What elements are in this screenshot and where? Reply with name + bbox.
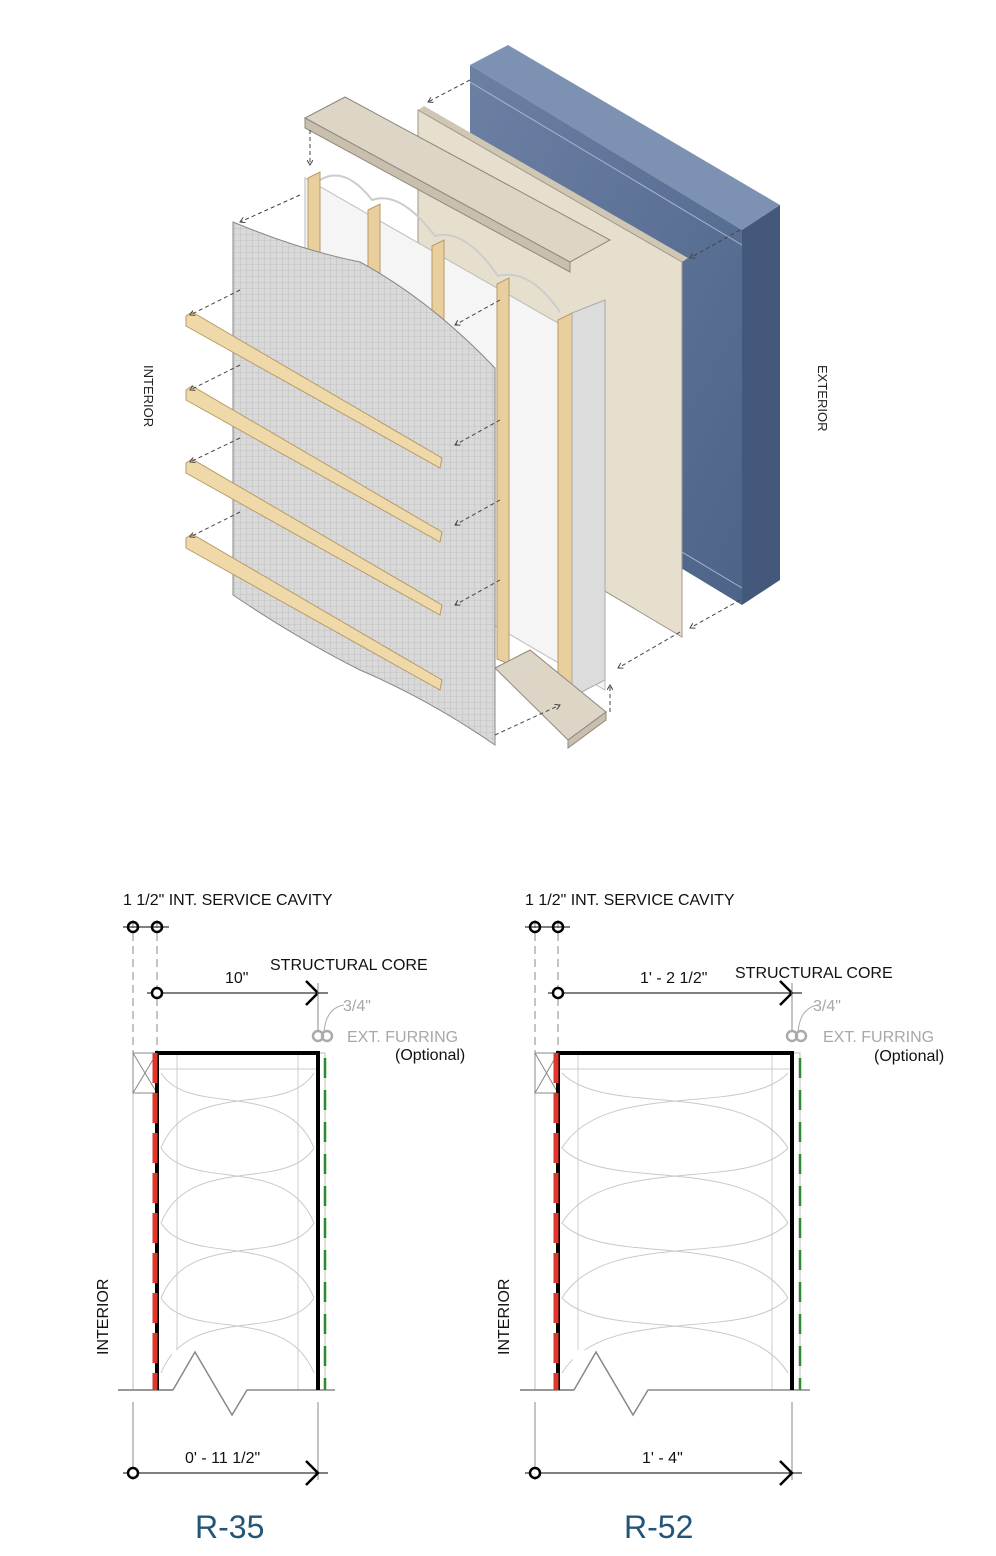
section-drawing xyxy=(118,920,345,1486)
top-plate xyxy=(156,1052,319,1070)
furring-marker xyxy=(794,1029,808,1043)
top-plate xyxy=(557,1052,793,1070)
furring-label: EXT. FURRING xyxy=(347,1029,458,1046)
dimension-origin xyxy=(551,986,565,1000)
leader-line xyxy=(797,1004,819,1033)
furring-dimension: 3/4" xyxy=(343,998,371,1015)
interior-label: INTERIOR xyxy=(496,1279,513,1355)
interior-label: INTERIOR xyxy=(141,365,156,427)
r-value-label: R-52 xyxy=(624,1509,693,1545)
break-line xyxy=(573,1350,810,1417)
cavity-label: 1 1/2" INT. SERVICE CAVITY xyxy=(525,892,735,909)
interior-membrane xyxy=(232,221,496,746)
dimension-origin xyxy=(528,1466,542,1480)
wall-outline xyxy=(534,1052,801,1391)
core-label: STRUCTURAL CORE xyxy=(735,965,893,982)
dimension-origin xyxy=(150,986,164,1000)
total-dimension: 0' - 11 1/2" xyxy=(185,1450,260,1467)
interior-label: INTERIOR xyxy=(95,1279,112,1355)
core-label: STRUCTURAL CORE xyxy=(270,957,428,974)
wall-section-r52: 1 1/2" INT. SERVICE CAVITY STRUCTURAL CO… xyxy=(496,892,944,1545)
dimension-arrow xyxy=(305,1460,320,1486)
furring-note: (Optional) xyxy=(874,1048,944,1065)
dimension-arrow xyxy=(779,1460,794,1486)
cavity-label: 1 1/2" INT. SERVICE CAVITY xyxy=(123,892,333,909)
furring-strips xyxy=(185,311,443,691)
section-drawing xyxy=(520,920,819,1486)
assembly-arrows xyxy=(190,79,741,736)
furring-marker xyxy=(320,1029,334,1043)
core-dimension: 10" xyxy=(225,970,248,987)
top-plate xyxy=(303,96,612,273)
furring-label: EXT. FURRING xyxy=(823,1029,934,1046)
structural-core-outline xyxy=(556,1051,794,1390)
core-dimension: 1' - 2 1/2" xyxy=(640,970,707,987)
leader-line xyxy=(323,1004,345,1033)
r-value-label: R-35 xyxy=(195,1509,264,1545)
structural-core-outline xyxy=(155,1051,320,1390)
insulation-batt xyxy=(561,1072,789,1374)
insulation-batt xyxy=(160,1072,315,1374)
wall-section-r35: 1 1/2" INT. SERVICE CAVITY STRUCTURAL CO… xyxy=(95,892,465,1545)
furring-note: (Optional) xyxy=(395,1047,465,1064)
bottom-plate xyxy=(494,649,607,749)
break-mask xyxy=(172,1350,261,1430)
total-dimension: 1' - 4" xyxy=(642,1450,683,1467)
exterior-label: EXTERIOR xyxy=(815,365,830,431)
furring-dimension: 3/4" xyxy=(813,998,841,1015)
break-line xyxy=(172,1350,335,1417)
exploded-wall-illustration: INTERIOR EXTERIOR xyxy=(141,45,830,749)
dimension-origin xyxy=(126,1466,140,1480)
